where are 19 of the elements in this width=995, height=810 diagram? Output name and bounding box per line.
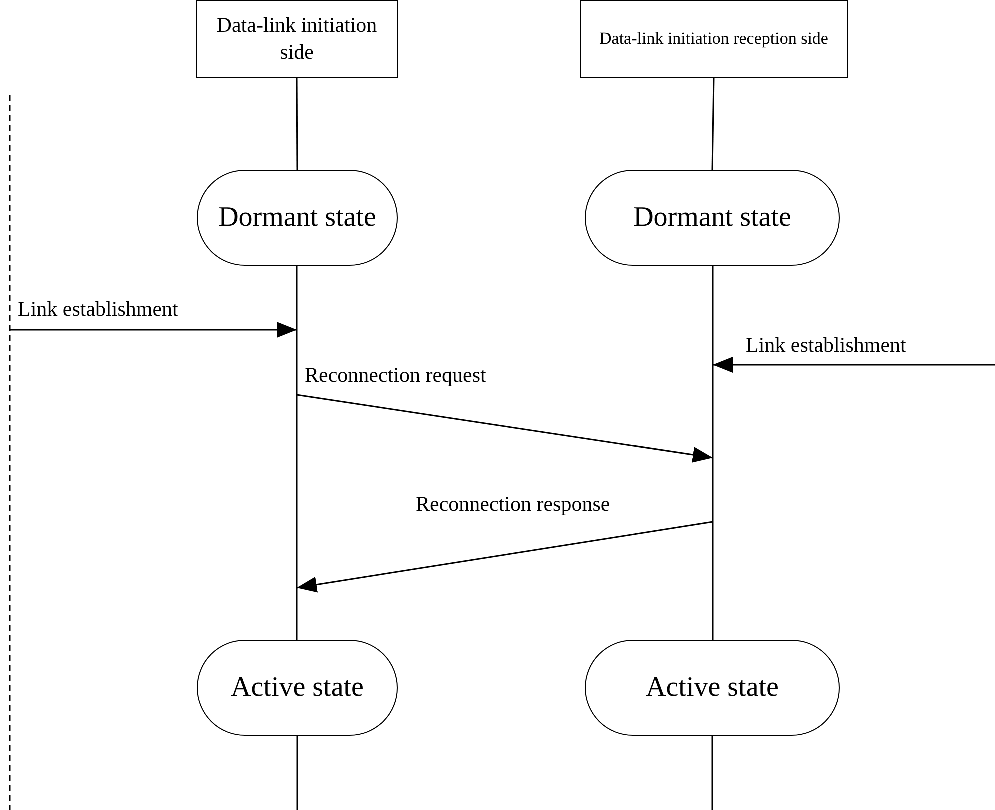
arrow — [296, 394, 714, 463]
state-label: Dormant state — [218, 200, 378, 235]
lifeline-segment — [296, 78, 298, 170]
state-label: Active state — [230, 670, 365, 705]
lifeline — [712, 266, 714, 640]
arrow — [296, 521, 714, 593]
lifeline — [296, 266, 298, 640]
participant-box — [580, 0, 848, 78]
participant-box — [196, 0, 398, 78]
participant-label: Data-link initiation side — [216, 12, 378, 66]
lifeline-segment — [296, 736, 298, 810]
state-label: Dormant state — [632, 200, 792, 235]
lifeline-segment — [712, 736, 714, 810]
arrow — [10, 322, 297, 338]
arrow — [713, 357, 995, 373]
state-label: Active state — [645, 670, 780, 705]
boundary-line — [9, 95, 11, 810]
participant-label: Data-link initiation reception side — [598, 28, 830, 50]
lifeline-segment — [712, 78, 715, 170]
